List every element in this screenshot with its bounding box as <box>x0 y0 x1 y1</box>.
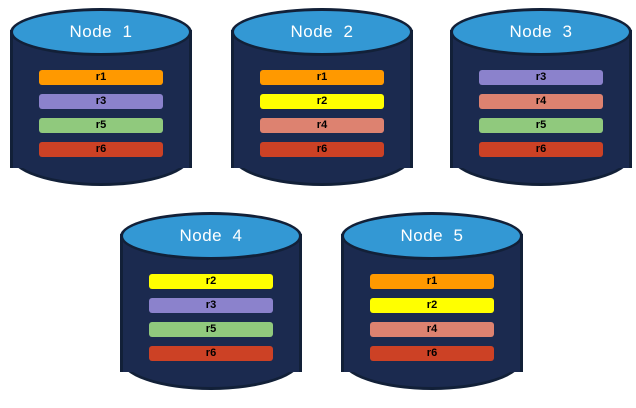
replica-list: r1 r2 r4 r6 <box>370 274 494 361</box>
replica-bar-r3[interactable]: r3 <box>39 94 163 109</box>
node-title: Node 2 <box>290 22 354 41</box>
node-title: Node 3 <box>509 22 573 41</box>
replica-bar-r5[interactable]: r5 <box>149 322 273 337</box>
replica-bar-r6[interactable]: r6 <box>260 142 384 157</box>
replica-bar-r6[interactable]: r6 <box>479 142 603 157</box>
cylinder-top-icon <box>231 8 413 56</box>
node-cylinder-4[interactable]: r2 r3 r5 r6 Node 4 <box>120 212 302 394</box>
replica-bar-r6[interactable]: r6 <box>149 346 273 361</box>
cylinder-top-icon <box>120 212 302 260</box>
cylinder-top-icon <box>341 212 523 260</box>
node-cylinder-5[interactable]: r1 r2 r4 r6 Node 5 <box>341 212 523 394</box>
replica-bar-r3[interactable]: r3 <box>149 298 273 313</box>
node-cylinder-1[interactable]: r1 r3 r5 r6 Node 1 <box>10 8 192 190</box>
replica-bar-r5[interactable]: r5 <box>39 118 163 133</box>
replica-bar-r1[interactable]: r1 <box>260 70 384 85</box>
replica-bar-r6[interactable]: r6 <box>39 142 163 157</box>
replica-bar-r1[interactable]: r1 <box>370 274 494 289</box>
node-title: Node 5 <box>400 226 464 245</box>
replica-bar-r4[interactable]: r4 <box>260 118 384 133</box>
replica-bar-r2[interactable]: r2 <box>260 94 384 109</box>
cylinder-top-icon <box>10 8 192 56</box>
node-title: Node 1 <box>69 22 133 41</box>
replica-bar-r2[interactable]: r2 <box>149 274 273 289</box>
replica-bar-r2[interactable]: r2 <box>370 298 494 313</box>
cylinder-top-icon <box>450 8 632 56</box>
replica-bar-r4[interactable]: r4 <box>370 322 494 337</box>
replica-bar-r3[interactable]: r3 <box>479 70 603 85</box>
replica-list: r2 r3 r5 r6 <box>149 274 273 361</box>
replica-bar-r4[interactable]: r4 <box>479 94 603 109</box>
replica-bar-r1[interactable]: r1 <box>39 70 163 85</box>
replica-list: r1 r2 r4 r6 <box>260 70 384 157</box>
replica-bar-r5[interactable]: r5 <box>479 118 603 133</box>
node-cylinder-2[interactable]: r1 r2 r4 r6 Node 2 <box>231 8 413 190</box>
replica-bar-r6[interactable]: r6 <box>370 346 494 361</box>
replica-list: r1 r3 r5 r6 <box>39 70 163 157</box>
node-cylinder-3[interactable]: r3 r4 r5 r6 Node 3 <box>450 8 632 190</box>
node-title: Node 4 <box>179 226 243 245</box>
replica-list: r3 r4 r5 r6 <box>479 70 603 157</box>
